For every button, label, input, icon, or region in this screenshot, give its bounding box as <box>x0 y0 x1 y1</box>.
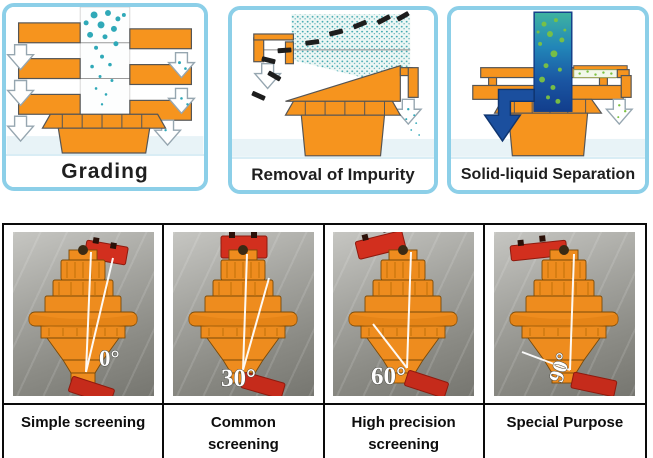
function-panel-solid-liquid-separation: Solid-liquid Separation <box>447 6 649 194</box>
motor-photo-0deg: 0° <box>12 232 154 396</box>
panel-label-solid-liquid-separation: Solid-liquid Separation <box>451 157 645 190</box>
caption-special-purpose: Special Purpose <box>506 414 624 431</box>
table-photo-cell-2: 60° <box>324 225 485 405</box>
table-caption-cell-0: Simple screening <box>4 405 165 458</box>
fine-material-speckle <box>291 14 411 82</box>
function-panel-grading: Grading <box>2 3 208 191</box>
separation-base <box>493 98 603 157</box>
panel-label-removal-of-impurity: Removal of Impurity <box>232 157 434 190</box>
angle-lines <box>84 251 114 373</box>
angle-lines <box>241 253 270 371</box>
impurity-left-outlet <box>253 33 294 65</box>
grading-decks <box>17 22 193 121</box>
caption-common-screening: Common screening <box>207 414 279 453</box>
screening-angle-table: 0° 30° <box>2 223 647 458</box>
impurity-right-outlet <box>399 67 419 98</box>
caption-high-precision-screening: High precision screening <box>351 414 456 453</box>
table-caption-cell-3: Special Purpose <box>484 405 645 458</box>
grading-base <box>41 113 167 154</box>
solids-channel <box>573 69 624 79</box>
grading-particles <box>83 9 189 132</box>
panel-label-grading: Grading <box>6 154 204 187</box>
motor-photo-90deg: 90° <box>494 232 636 396</box>
angle-value: 60° <box>371 363 406 390</box>
grading-diagram <box>6 7 204 154</box>
fines-particles <box>405 108 421 136</box>
motor-photo-30deg: 30° <box>172 232 314 396</box>
impurity-pieces <box>251 11 410 101</box>
solid-particles-in-liquid <box>536 18 567 104</box>
liquid-column <box>533 11 573 112</box>
angle-lines <box>372 251 413 369</box>
table-caption-cell-1: Common screening <box>164 405 325 458</box>
caption-simple-screening: Simple screening <box>21 414 146 431</box>
table-photo-cell-1: 30° <box>164 225 325 405</box>
function-panel-removal-of-impurity: Removal of Impurity <box>228 6 438 194</box>
solid-liquid-separation-diagram <box>451 10 645 157</box>
motor-photo-60deg: 60° <box>333 232 475 396</box>
angle-value: 30° <box>221 365 256 392</box>
liquid-outlet-arrow <box>483 88 535 143</box>
table-photo-cell-3: 90° <box>484 225 645 405</box>
table-photo-cell-0: 0° <box>4 225 165 405</box>
table-caption-cell-2: High precision screening <box>324 405 485 458</box>
impurity-base <box>284 100 402 157</box>
removal-of-impurity-diagram <box>232 10 434 157</box>
angle-value: 0° <box>99 346 120 371</box>
angle-lines <box>522 253 576 371</box>
